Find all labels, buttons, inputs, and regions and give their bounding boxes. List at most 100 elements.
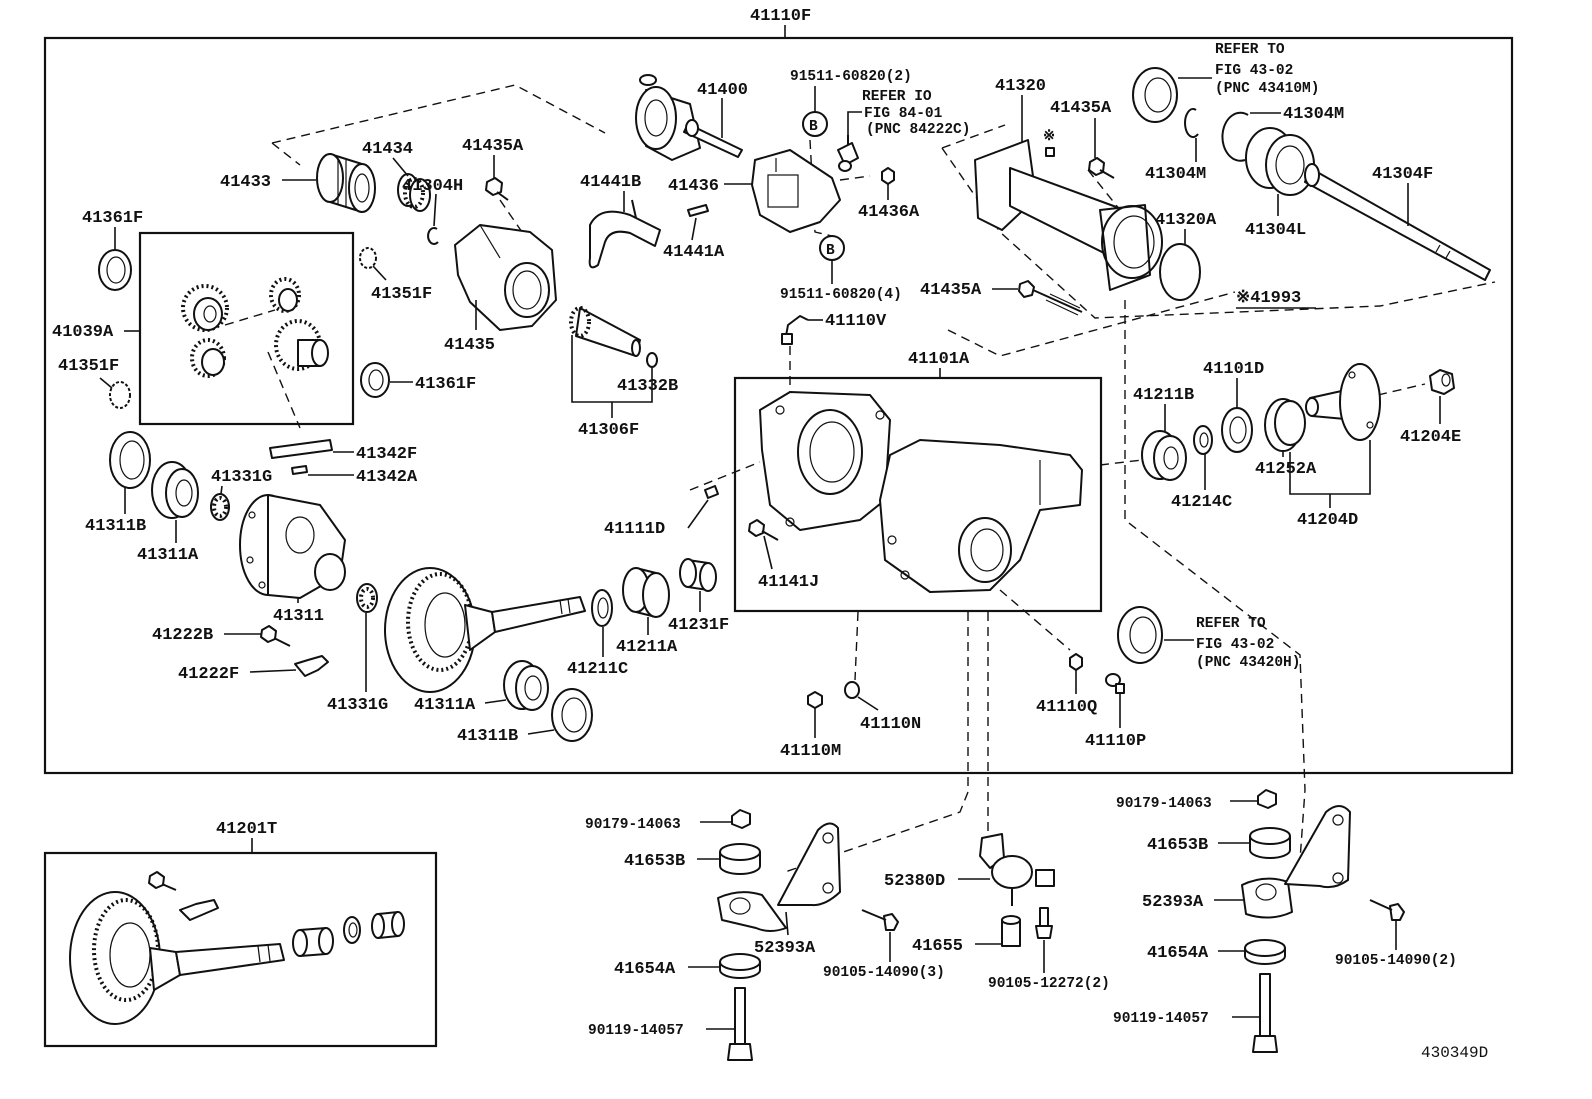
part-52393A-bracket-right-shape: [1332, 814, 1344, 826]
part-41435A-long-bolt: [1018, 280, 1083, 316]
part-41110M-plug-shape: [807, 691, 823, 709]
dashed-assembly-lines-shape: [271, 142, 301, 166]
callout-41204E: 41204E: [1400, 428, 1461, 447]
callout-41332B: 41332B: [617, 377, 678, 396]
callout-41435A-long: 41435A: [920, 281, 982, 300]
part-41331G-bearing-left: [210, 493, 230, 521]
note-refer-sensor-line2: FIG 84-01: [864, 106, 943, 122]
part-41201T-washer-shape: [348, 922, 358, 938]
part-41351F-thrust-washer-upper: [359, 247, 377, 269]
part-41433-sleeve-shape: [354, 173, 370, 203]
part-41039A-side-gear-right-shape: [311, 339, 329, 367]
part-41201T-nut-shape: [371, 913, 385, 939]
part-41311-differential-case-shape: [285, 516, 315, 554]
part-41400-actuator-shape: [685, 119, 699, 137]
callout-41361F-left: 41361F: [82, 209, 143, 228]
part-41306F-shaft: [569, 306, 641, 357]
marker-b-lower-text: B: [826, 243, 835, 259]
part-41435A-bolt-housing: [1088, 157, 1115, 179]
part-90105-14090-bolt-right-shape: [1389, 903, 1405, 921]
callout-41351F-lower: 41351F: [58, 357, 119, 376]
part-41201T-lock-plate: [179, 899, 219, 921]
part-41311-differential-case-shape: [258, 581, 266, 589]
part-41101A-case-front-shape: [785, 517, 795, 527]
part-41342F-shaft-shape: [269, 439, 333, 459]
callout-41441A: 41441A: [663, 243, 725, 262]
part-90105-12272-bolt-shape: [1039, 907, 1049, 927]
part-41361F-washer-left-shape: [98, 249, 132, 291]
part-41320A-o-ring: [1159, 243, 1201, 301]
part-90179-14063-nut-left-shape: [731, 809, 751, 829]
part-41204D-companion-flange-shape: [1339, 363, 1381, 441]
part-drive-pinion-shape: [464, 604, 496, 651]
part-41222B-bolt-shape: [260, 625, 277, 643]
part-41110Q-plug: [1069, 653, 1083, 671]
part-41320-extension-housing-shape: [1101, 205, 1163, 279]
part-41110V-breather: [781, 315, 809, 345]
callouts-shape: [249, 669, 297, 673]
dashed-assembly-lines-shape: [941, 124, 1006, 149]
callout-41331G-right: 41331G: [327, 696, 388, 715]
callout-41304F: 41304F: [1372, 165, 1433, 184]
part-41304H-snap-ring-shape: [427, 226, 439, 245]
part-41435A-long-bolt-shape: [1018, 280, 1035, 298]
part-41201T-bolt-shape: [161, 883, 177, 891]
part-41214C-washer-shape: [1193, 425, 1213, 455]
part-speed-sensor-shape: [838, 160, 852, 172]
part-41311A-bearing-left: [151, 461, 199, 519]
callout-41311B-left: 41311B: [85, 517, 146, 536]
part-41434-needle-bearing-shape: [409, 178, 431, 212]
part-41222B-bolt-shape: [273, 637, 291, 647]
marker-b-upper: B: [802, 111, 828, 137]
callout-41436A: 41436A: [858, 203, 920, 222]
dashed-assembly-lines-shape: [947, 291, 1236, 357]
part-90119-14057-bolt-right: [1252, 973, 1278, 1053]
callout-90179-14063-right: 90179-14063: [1116, 796, 1212, 812]
part-41342A-pin: [291, 465, 308, 475]
part-41435-housing-shape: [512, 270, 542, 310]
part-41252A-dust-deflector: [1264, 398, 1306, 452]
callout-41110P: 41110P: [1085, 732, 1146, 751]
part-41211C-spacer-shape: [597, 597, 609, 619]
part-52393A-bracket-left-shape: [729, 897, 751, 915]
callout-41304L: 41304L: [1245, 221, 1306, 240]
note-refer-sensor-line1: REFER IO: [862, 89, 932, 105]
part-52393A-bracket-right-shape: [1284, 805, 1351, 889]
part-41101A-case-rear-shape: [970, 528, 1004, 572]
part-41101A-case-front-shape: [797, 409, 863, 495]
marker-asterisk: ※: [1043, 128, 1055, 157]
callout-41320: 41320: [995, 77, 1046, 96]
callouts: 41400 91511-60820(2) 41320 41435A 41304M…: [52, 69, 1461, 1039]
part-41311A-bearing-right: [503, 660, 549, 711]
part-41653B-cushion-left-shape: [719, 843, 761, 861]
dashed-assembly-lines-shape: [267, 351, 301, 429]
part-41039A-side-gear-shape: [181, 284, 229, 332]
callout-41304H: 41304H: [402, 177, 463, 196]
part-52393A-bracket-right-shape: [1255, 883, 1277, 901]
part-41400-actuator: [635, 74, 743, 161]
callout-90119-14057-right: 90119-14057: [1113, 1011, 1209, 1027]
part-41436-bracket: [751, 149, 841, 233]
callout-41311A-left: 41311A: [137, 546, 199, 565]
part-drive-pinion: [464, 596, 586, 651]
part-41201T-spacer-shape: [292, 929, 308, 957]
part-41311B-seal-left-shape: [119, 440, 145, 480]
part-90105-12272-bolt: [1035, 907, 1053, 939]
part-41436-bracket-shape: [751, 149, 841, 233]
part-41441A-pin-shape: [687, 204, 709, 217]
part-90119-14057-bolt-left: [727, 987, 753, 1061]
callout-41231F: 41231F: [668, 616, 729, 635]
callouts-shape: [392, 157, 409, 177]
part-41320A-o-ring-shape: [1159, 243, 1201, 301]
part-41311-differential-case-shape: [246, 556, 254, 564]
callout-90119-14057-left: 90119-14057: [588, 1023, 684, 1039]
part-41332B-o-ring-shape: [646, 352, 658, 368]
part-speed-sensor: [837, 135, 859, 172]
part-41434-needle-bearing: [397, 173, 431, 212]
part-41351F-thrust-washer-upper-shape: [359, 247, 377, 269]
part-41435A-bolt-upper-shape: [485, 177, 503, 196]
part-41101A-case-front: [759, 391, 891, 531]
part-41311-differential-case: [239, 494, 346, 599]
part-41311-differential-case-shape: [248, 511, 256, 519]
